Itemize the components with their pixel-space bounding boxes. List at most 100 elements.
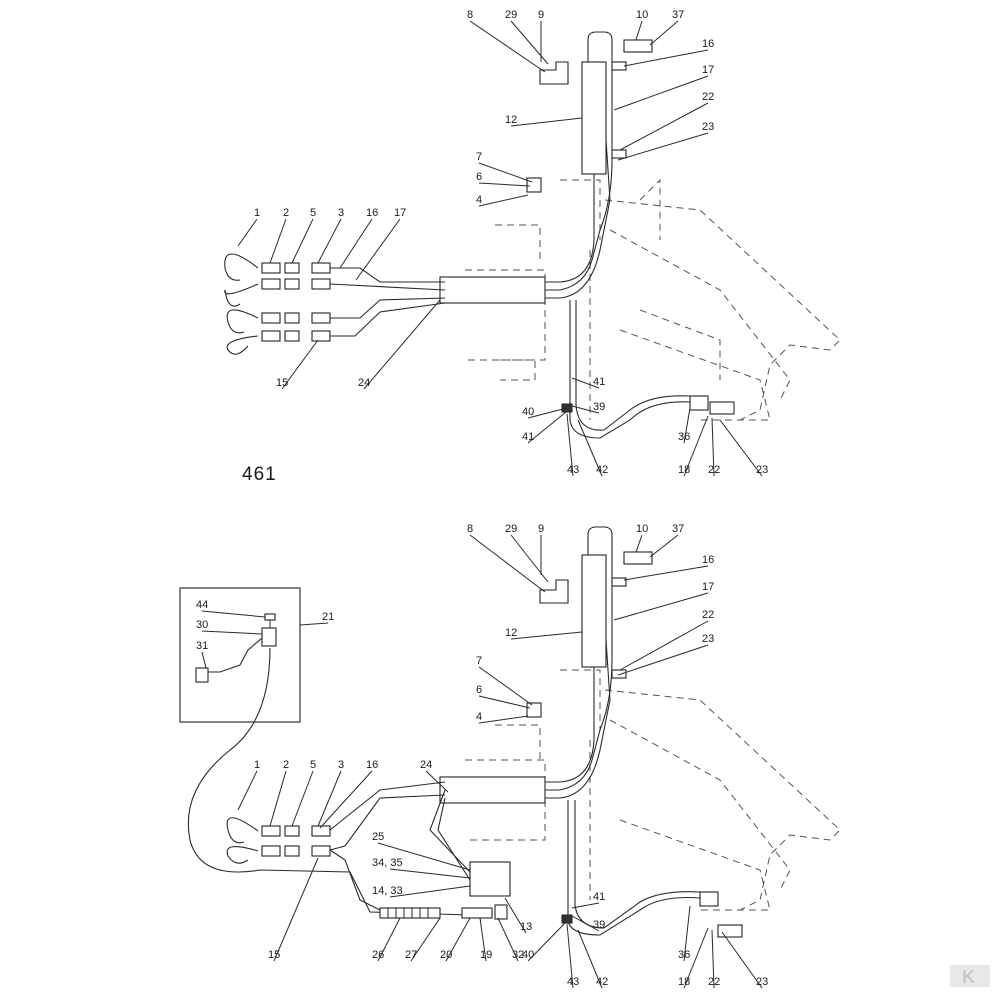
bottom-label-28: 26 bbox=[372, 949, 384, 961]
valve-44 bbox=[264, 613, 276, 621]
bottom-leader-23 bbox=[377, 842, 471, 871]
top-label-9: 12 bbox=[505, 114, 517, 126]
bottom-label-20: 3 bbox=[338, 759, 344, 771]
valve-30 bbox=[261, 627, 277, 647]
top-leader-17 bbox=[339, 218, 373, 269]
bottom-leader-28 bbox=[377, 917, 401, 962]
watermark-logo: K bbox=[950, 965, 990, 987]
bottom-leader-39 bbox=[683, 927, 709, 989]
bottom-label-37: 42 bbox=[596, 976, 608, 988]
top-label-20: 24 bbox=[358, 377, 370, 389]
leader-lines bbox=[201, 20, 763, 989]
top-leader-22 bbox=[527, 407, 568, 419]
bottom-leader-1 bbox=[510, 534, 549, 583]
bottom-label-33: 41 bbox=[593, 891, 605, 903]
top-label-10: 7 bbox=[476, 151, 482, 163]
bottom-label-14: 30 bbox=[196, 619, 208, 631]
bottom-leader-31 bbox=[479, 917, 487, 962]
bottom-leader-26 bbox=[504, 897, 527, 934]
bottom-label-12: 4 bbox=[476, 711, 482, 723]
top-label-0: 8 bbox=[467, 9, 473, 21]
top-leader-21 bbox=[571, 377, 600, 389]
pin-6-bottom bbox=[526, 702, 542, 718]
bottom-label-34: 39 bbox=[593, 919, 605, 931]
bottom-leader-29 bbox=[410, 917, 441, 962]
watermark-text: K bbox=[962, 967, 975, 987]
bottom-leader-34 bbox=[571, 915, 600, 932]
bottom-leader-8 bbox=[617, 644, 709, 676]
top-leader-29 bbox=[711, 417, 715, 477]
bottom-label-22: 24 bbox=[420, 759, 432, 771]
dust-caps-1-bottom bbox=[226, 817, 259, 864]
bottom-couplers bbox=[261, 825, 331, 857]
top-label-26: 42 bbox=[596, 464, 608, 476]
top-label-14: 2 bbox=[283, 207, 289, 219]
bottom-label-35: 40 bbox=[522, 949, 534, 961]
bottom-label-26: 13 bbox=[520, 921, 532, 933]
top-leader-1 bbox=[510, 20, 549, 65]
top-leader-3 bbox=[635, 20, 643, 41]
top-leader-24 bbox=[527, 411, 567, 444]
bottom-label-21: 16 bbox=[366, 759, 378, 771]
top-leader-13 bbox=[237, 218, 258, 247]
bottom-leader-37 bbox=[577, 929, 603, 989]
top-leader-26 bbox=[577, 419, 603, 477]
bracket-10-bottom bbox=[623, 551, 653, 565]
bottom-leader-25 bbox=[389, 885, 471, 898]
bottom-label-6: 17 bbox=[702, 581, 714, 593]
bottom-leader-41 bbox=[721, 931, 763, 989]
bracket-8-top bbox=[539, 61, 569, 85]
bottom-leader-22 bbox=[425, 770, 449, 793]
fitting-20 bbox=[461, 907, 493, 919]
top-label-19: 15 bbox=[276, 377, 288, 389]
bottom-leader-3 bbox=[635, 534, 643, 553]
top-label-24: 41 bbox=[522, 431, 534, 443]
top-leader-16 bbox=[317, 218, 342, 264]
top-label-2: 9 bbox=[538, 9, 544, 21]
bracket-10-top bbox=[623, 39, 653, 53]
top-label-3: 10 bbox=[636, 9, 648, 21]
top-label-13: 1 bbox=[254, 207, 260, 219]
bottom-leader-10 bbox=[478, 666, 533, 706]
top-label-22: 40 bbox=[522, 406, 534, 418]
top-label-21: 41 bbox=[593, 376, 605, 388]
top-leader-14 bbox=[269, 218, 287, 264]
bottom-leader-11 bbox=[478, 695, 531, 709]
bottom-leader-18 bbox=[269, 770, 287, 827]
top-label-5: 16 bbox=[702, 38, 714, 50]
bottom-leader-21 bbox=[319, 770, 373, 829]
bottom-label-13: 44 bbox=[196, 599, 208, 611]
bottom-label-3: 10 bbox=[636, 523, 648, 535]
bottom-leader-6 bbox=[613, 592, 709, 621]
top-leader-25 bbox=[566, 413, 574, 477]
bottom-leader-16 bbox=[299, 622, 329, 626]
top-leader-10 bbox=[478, 162, 533, 183]
coiled-hose-26 bbox=[379, 907, 441, 919]
bottom-leader-19 bbox=[291, 770, 314, 827]
top-label-11: 6 bbox=[476, 171, 482, 183]
top-label-6: 17 bbox=[702, 64, 714, 76]
bottom-label-40: 22 bbox=[708, 976, 720, 988]
bottom-label-15: 31 bbox=[196, 640, 208, 652]
control-valve-13 bbox=[469, 861, 511, 897]
top-leader-28 bbox=[683, 415, 709, 477]
bottom-leader-38 bbox=[683, 905, 691, 962]
top-leader-6 bbox=[613, 75, 709, 111]
top-label-12: 4 bbox=[476, 194, 482, 206]
top-diagram bbox=[224, 31, 841, 439]
bottom-label-5: 16 bbox=[702, 554, 714, 566]
top-leader-9 bbox=[510, 117, 583, 127]
bottom-leader-24 bbox=[389, 868, 471, 879]
top-leader-20 bbox=[363, 299, 441, 390]
bottom-leader-20 bbox=[317, 770, 342, 827]
diagram-caption: 461 bbox=[242, 464, 277, 485]
top-leader-4 bbox=[649, 20, 679, 46]
top-leader-19 bbox=[281, 339, 319, 390]
bottom-label-31: 19 bbox=[480, 949, 492, 961]
bottom-label-16: 21 bbox=[322, 611, 334, 623]
bottom-label-9: 12 bbox=[505, 627, 517, 639]
bottom-label-8: 23 bbox=[702, 633, 714, 645]
bottom-diagram bbox=[179, 526, 841, 938]
